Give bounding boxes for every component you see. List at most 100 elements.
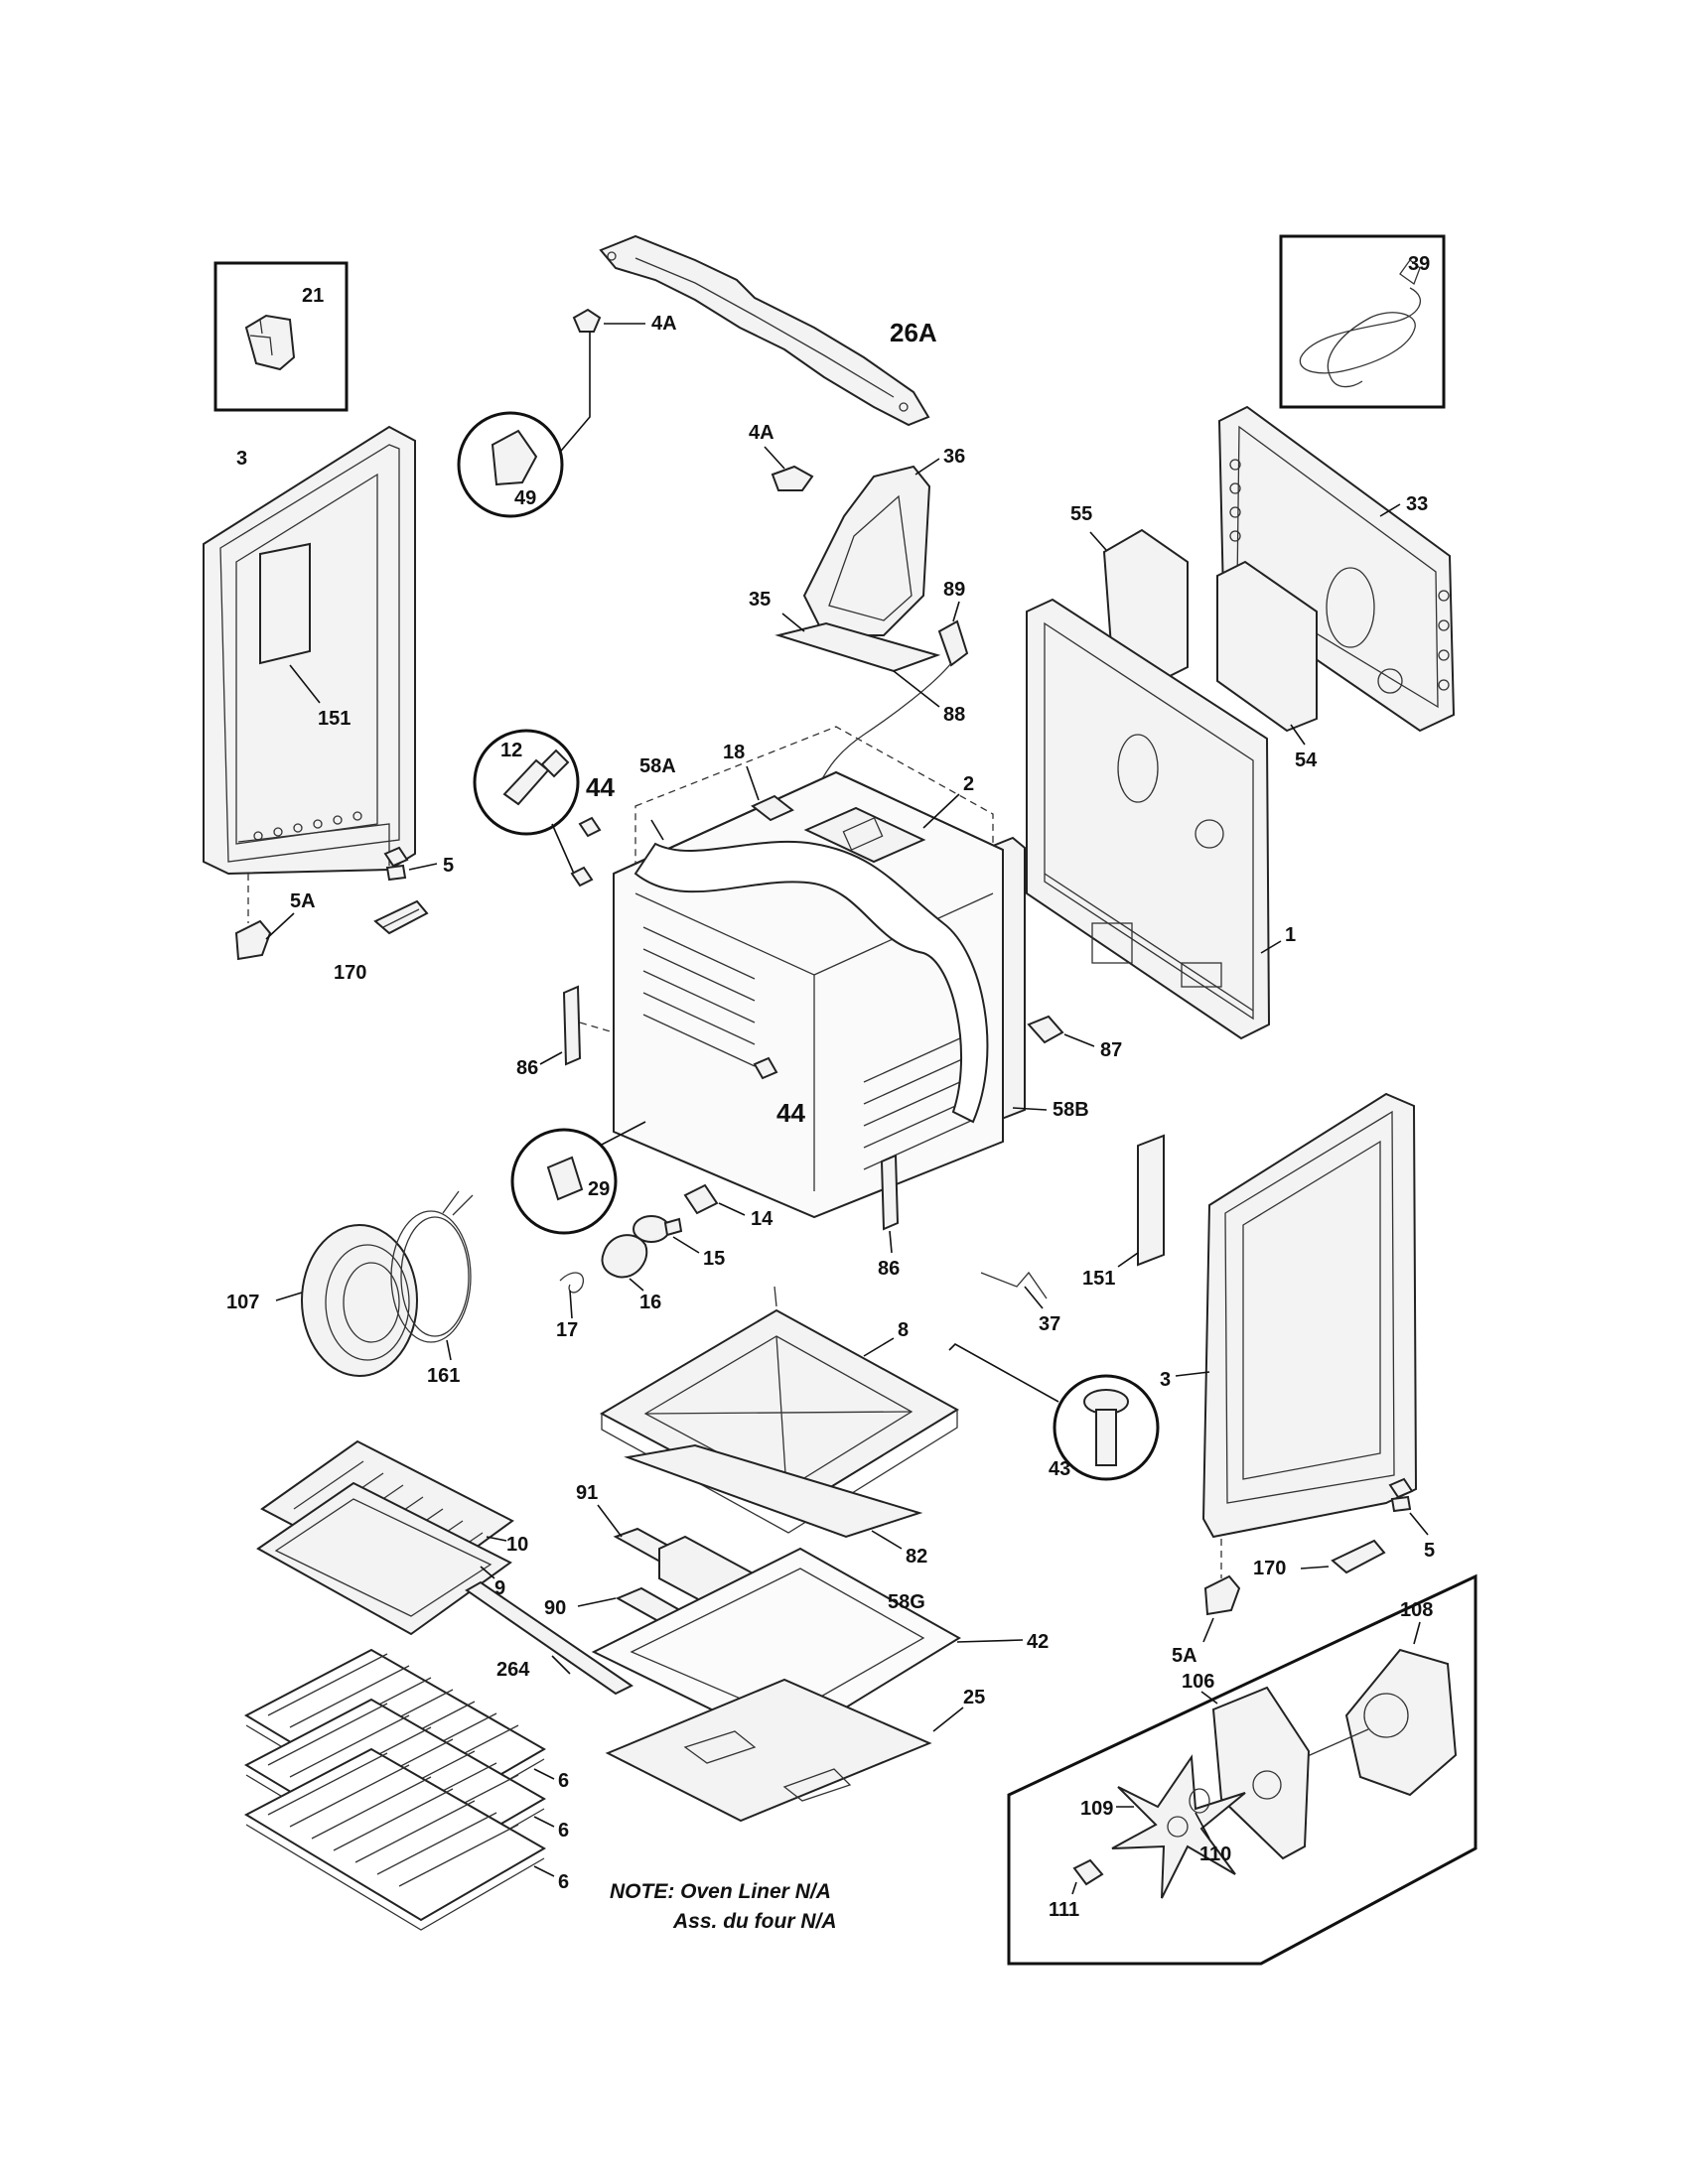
part-264-trim <box>465 1580 633 1696</box>
part-6-oven-rack-bottom <box>243 1747 555 1931</box>
part-1-rear-panel <box>1026 598 1282 1040</box>
part-15-lamp-bulb <box>633 1215 700 1254</box>
part-161-element <box>390 1190 474 1361</box>
label-87: 87 <box>1100 1039 1122 1061</box>
part-14-lamp-socket <box>683 1183 746 1216</box>
note-line-2: Ass. du four N/A <box>672 1910 837 1933</box>
label-107: 107 <box>226 1292 259 1313</box>
label-4A-mid: 4A <box>749 422 774 444</box>
inset-box-part-39-power-cord <box>1279 234 1446 409</box>
oven-cavity-body <box>613 726 1004 1219</box>
part-170-right <box>1300 1539 1386 1574</box>
part-5A-left-bracket <box>234 874 295 961</box>
label-44-top: 44 <box>586 772 615 802</box>
label-91: 91 <box>576 1482 598 1504</box>
label-2: 2 <box>963 773 974 795</box>
callout-12 <box>473 729 580 875</box>
part-17-clip <box>559 1272 584 1319</box>
label-82: 82 <box>906 1546 927 1568</box>
label-6-b: 6 <box>558 1820 569 1842</box>
label-25: 25 <box>963 1687 985 1708</box>
part-18 <box>746 765 794 822</box>
label-8: 8 <box>898 1319 909 1341</box>
label-86-right: 86 <box>878 1258 900 1280</box>
label-18: 18 <box>723 742 745 763</box>
label-37: 37 <box>1039 1313 1060 1335</box>
label-17: 17 <box>556 1319 578 1341</box>
part-110-washer <box>1189 1788 1210 1840</box>
label-86-left: 86 <box>516 1057 538 1079</box>
part-5A-right-bracket <box>1202 1539 1241 1643</box>
label-151-right: 151 <box>1082 1268 1115 1290</box>
back-panel-holes <box>1229 459 1450 691</box>
part-26A-bracket <box>599 234 930 427</box>
label-90: 90 <box>544 1597 566 1619</box>
label-6-a: 6 <box>558 1770 569 1792</box>
part-86-left <box>539 985 615 1066</box>
label-58B: 58B <box>1053 1099 1089 1121</box>
label-14: 14 <box>751 1208 774 1230</box>
label-5A-right: 5A <box>1172 1645 1197 1667</box>
part-4A-top-clip <box>555 308 645 458</box>
part-4A-middle-clip <box>764 446 814 491</box>
part-5-left-leg <box>383 846 438 882</box>
part-109-fan-blade <box>1111 1754 1246 1899</box>
callout-49 <box>457 411 564 518</box>
label-35: 35 <box>749 589 771 611</box>
part-88-leader <box>893 670 940 708</box>
label-1: 1 <box>1285 924 1296 946</box>
part-108-fan-motor <box>1300 1621 1458 1797</box>
part-25-bottom-plate <box>605 1678 964 1823</box>
part-16-lamp-lens <box>601 1234 648 1292</box>
part-170-left <box>373 899 429 935</box>
label-42: 42 <box>1027 1631 1049 1653</box>
part-82-heater-cover <box>624 1443 923 1550</box>
rack-guides-left <box>642 926 756 1067</box>
label-21: 21 <box>302 285 324 307</box>
part-labels: 21 39 26A 4A 4A 49 3 151 36 35 89 88 33 … <box>226 253 1435 1921</box>
part-106-fan-bracket <box>1200 1686 1311 1860</box>
note-line-1: NOTE: Oven Liner N/A <box>610 1880 831 1903</box>
label-89: 89 <box>943 579 965 601</box>
label-5A-left: 5A <box>290 890 316 912</box>
label-3-right: 3 <box>1160 1369 1171 1391</box>
label-54: 54 <box>1295 750 1318 771</box>
part-5-right-leg <box>1388 1477 1429 1536</box>
part-9-broil-pan <box>256 1481 512 1636</box>
convection-fan-inset <box>1007 1573 1477 1966</box>
label-55: 55 <box>1070 503 1092 525</box>
label-12: 12 <box>500 740 522 761</box>
part-86-right <box>880 1154 900 1254</box>
label-33: 33 <box>1406 493 1428 515</box>
label-111: 111 <box>1049 1899 1079 1921</box>
label-108: 108 <box>1400 1599 1433 1621</box>
left-panel-holes <box>253 811 362 841</box>
label-109: 109 <box>1080 1798 1113 1820</box>
part-87 <box>1027 1015 1095 1047</box>
part-37-wire <box>980 1271 1048 1309</box>
label-4A-top: 4A <box>651 313 677 335</box>
callout-43 <box>948 1343 1160 1481</box>
inset-box-part-21 <box>213 261 349 412</box>
label-15: 15 <box>703 1248 725 1270</box>
label-29: 29 <box>588 1178 610 1200</box>
part-3-left-side-panel <box>203 425 416 876</box>
label-106: 106 <box>1182 1671 1214 1693</box>
part-36 <box>802 458 940 636</box>
part-44-bottom <box>753 1056 778 1080</box>
label-58A: 58A <box>639 755 676 777</box>
label-3-left: 3 <box>236 448 247 470</box>
label-151-left: 151 <box>318 708 351 730</box>
part-3-right-side-panel <box>1175 1092 1418 1539</box>
part-54 <box>1216 560 1318 746</box>
note-block: NOTE: Oven Liner N/A Ass. du four N/A <box>610 1880 837 1933</box>
label-58G: 58G <box>888 1591 925 1613</box>
label-49: 49 <box>514 487 536 509</box>
callout-29 <box>510 1121 646 1235</box>
label-10: 10 <box>506 1534 528 1556</box>
label-110: 110 <box>1199 1843 1231 1865</box>
part-35-plate <box>774 613 941 673</box>
label-36: 36 <box>943 446 965 468</box>
label-264: 264 <box>496 1659 530 1681</box>
